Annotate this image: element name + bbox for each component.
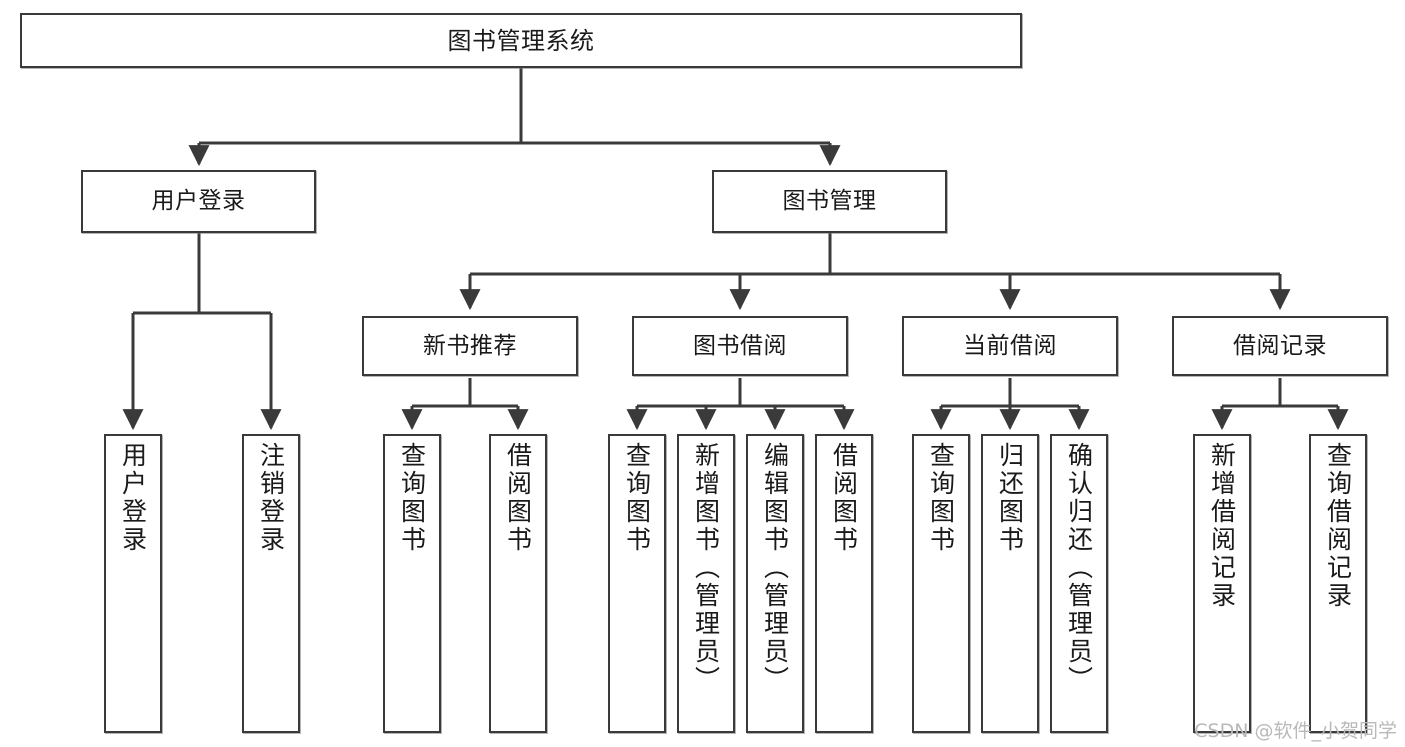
node-label: 新书推荐	[423, 332, 517, 359]
node-label: 新增借阅记录	[1207, 442, 1237, 610]
node-leaf-borrow-book-recommend[interactable]: 借阅图书	[489, 434, 547, 733]
node-leaf-add-book-admin[interactable]: 新增图书（管理员）	[677, 434, 735, 733]
node-label: 查询图书	[397, 442, 427, 554]
node-label: 编辑图书（管理员）	[760, 442, 790, 694]
node-book-borrow[interactable]: 图书借阅	[632, 316, 848, 376]
node-label: 当前借阅	[963, 332, 1057, 359]
node-leaf-query-borrow-record[interactable]: 查询借阅记录	[1309, 434, 1367, 733]
node-root-system[interactable]: 图书管理系统	[20, 13, 1022, 68]
node-label: 注销登录	[256, 442, 286, 554]
node-label: 图书借阅	[693, 332, 787, 359]
node-label: 借阅记录	[1233, 332, 1327, 359]
node-leaf-query-book-recommend[interactable]: 查询图书	[383, 434, 441, 733]
node-leaf-add-borrow-record[interactable]: 新增借阅记录	[1193, 434, 1251, 733]
node-label: 查询图书	[926, 442, 956, 554]
node-label: 借阅图书	[829, 442, 859, 554]
node-new-book-recommend[interactable]: 新书推荐	[362, 316, 578, 376]
node-label: 用户登录	[151, 188, 246, 214]
node-borrow-record[interactable]: 借阅记录	[1172, 316, 1388, 376]
node-leaf-user-login[interactable]: 用户登录	[104, 434, 162, 733]
node-leaf-user-logout[interactable]: 注销登录	[242, 434, 300, 733]
node-leaf-confirm-return-admin[interactable]: 确认归还（管理员）	[1050, 434, 1108, 733]
node-label: 新增图书（管理员）	[691, 442, 721, 694]
node-label: 归还图书	[995, 442, 1025, 554]
node-label: 图书管理	[782, 188, 877, 214]
node-label: 确认归还（管理员）	[1064, 442, 1094, 694]
watermark-text: CSDN @软件_小贺同学	[1194, 720, 1397, 742]
node-label: 图书管理系统	[447, 26, 595, 55]
node-leaf-return-book[interactable]: 归还图书	[981, 434, 1039, 733]
node-label: 用户登录	[118, 442, 148, 554]
node-label: 查询借阅记录	[1323, 442, 1353, 610]
node-label: 查询图书	[622, 442, 652, 554]
node-current-borrow[interactable]: 当前借阅	[902, 316, 1118, 376]
node-book-management[interactable]: 图书管理	[712, 170, 947, 233]
node-label: 借阅图书	[503, 442, 533, 554]
node-leaf-borrow-book[interactable]: 借阅图书	[815, 434, 873, 733]
node-user-login[interactable]: 用户登录	[81, 170, 316, 233]
node-leaf-query-book-current[interactable]: 查询图书	[912, 434, 970, 733]
node-leaf-edit-book-admin[interactable]: 编辑图书（管理员）	[746, 434, 804, 733]
node-leaf-query-book-borrow[interactable]: 查询图书	[608, 434, 666, 733]
